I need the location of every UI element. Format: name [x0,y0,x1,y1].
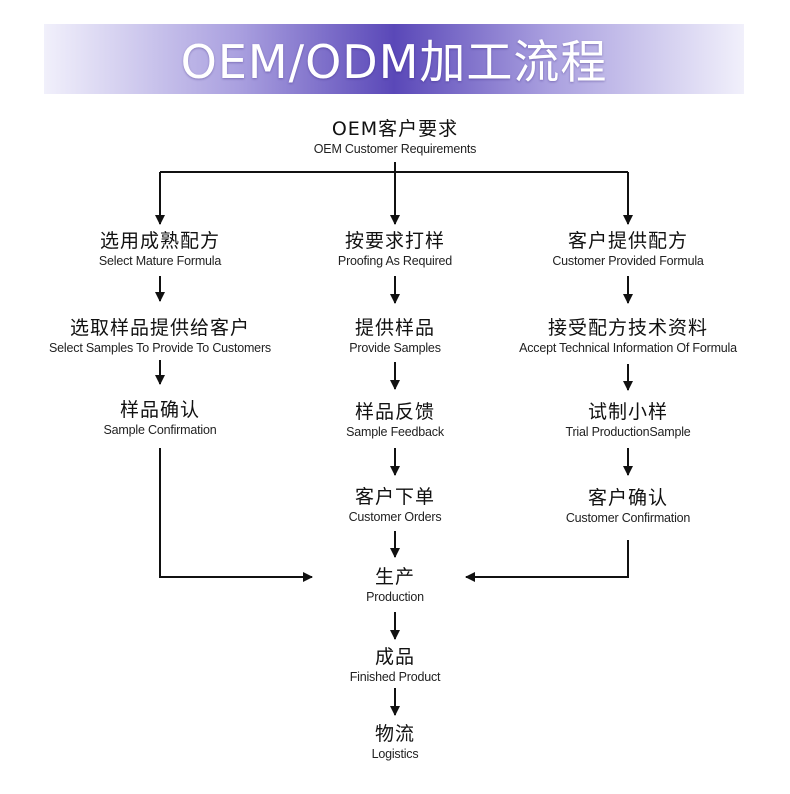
node-customer-formula: 客户提供配方 Customer Provided Formula [552,229,704,269]
node-en-label: Provide Samples [349,341,441,355]
node-logistics: 物流 Logistics [372,722,419,762]
node-finished-product: 成品 Finished Product [350,645,441,685]
node-zh-label: 选用成熟配方 [99,230,220,252]
arrow-r4-prod [465,540,629,582]
node-zh-label: 试制小样 [587,401,668,423]
node-en-label: Customer Provided Formula [552,254,704,268]
node-en-label: Logistics [371,747,419,761]
node-customer-confirmation: 客户确认 Customer Confirmation [565,486,691,526]
title-banner: OEM/ODM加工流程 [44,24,744,94]
node-en-label: Customer Orders [348,510,442,524]
node-zh-label: 提供样品 [354,317,435,339]
node-zh-label: 客户确认 [587,487,669,509]
node-en-label: Sample Confirmation [103,423,217,437]
node-zh-label: 样品反馈 [354,401,436,423]
node-sample-feedback: 样品反馈 Sample Feedback [346,400,444,440]
node-en-label: Finished Product [349,670,441,684]
node-customer-orders: 客户下单 Customer Orders [349,485,442,525]
node-select-samples: 选取样品提供给客户 Select Samples To Provide To C… [49,316,271,356]
node-zh-label: 成品 [374,646,416,668]
node-en-label: Accept Technical Information Of Formula [519,341,737,355]
node-provide-samples: 提供样品 Provide Samples [349,316,441,356]
node-zh-label: 样品确认 [119,399,201,421]
node-zh-label: 选取样品提供给客户 [69,317,250,339]
node-proofing: 按要求打样 Proofing As Required [338,229,452,269]
node-zh-label: 客户下单 [354,486,436,508]
node-zh-label: 生产 [374,566,416,588]
node-zh-label: 客户提供配方 [567,230,688,252]
node-en-label: Sample Feedback [346,425,444,439]
node-production: 生产 Production [366,565,424,605]
node-en-label: Select Mature Formula [98,254,222,268]
arrow-l3-prod [159,448,313,582]
node-accept-technical-info: 接受配方技术资料 Accept Technical Information Of… [519,316,737,356]
node-en-label: Select Samples To Provide To Customers [49,341,271,355]
page-title: OEM/ODM加工流程 [180,35,608,89]
node-zh-label: 物流 [374,723,415,745]
node-select-mature-formula: 选用成熟配方 Select Mature Formula [99,229,221,269]
node-en-label: Proofing As Required [337,254,453,268]
node-en-label: Customer Confirmation [565,511,691,525]
node-en-label: OEM Customer Requirements [313,142,477,156]
node-zh-label: OEM客户要求 [331,118,459,140]
node-en-label: Production [366,590,424,604]
node-sample-confirmation: 样品确认 Sample Confirmation [104,398,217,438]
node-en-label: Trial ProductionSample [565,425,691,439]
node-zh-label: 按要求打样 [344,230,446,252]
node-trial-sample: 试制小样 Trial ProductionSample [565,400,690,440]
node-oem-requirements: OEM客户要求 OEM Customer Requirements [313,117,477,157]
node-zh-label: 接受配方技术资料 [547,317,709,339]
